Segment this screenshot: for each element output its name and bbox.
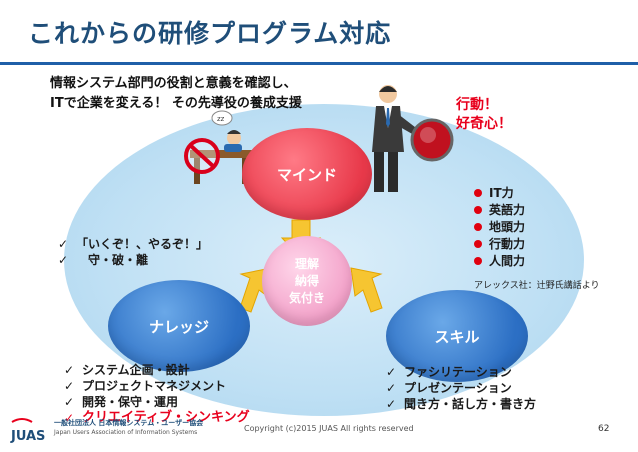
skill-label: スキル bbox=[434, 326, 479, 347]
juas-logo: JUAS bbox=[10, 416, 50, 444]
knowledge-bubble: ナレッジ bbox=[108, 280, 250, 372]
list-item: ✓開発・保守・運用 bbox=[64, 394, 250, 410]
mind-label: マインド bbox=[277, 164, 337, 185]
logo-org-name: 一般社団法人 日本情報システム・ユーザー協会 bbox=[54, 418, 203, 428]
logo-org-name-en: Japan Users Association of Information S… bbox=[54, 429, 197, 436]
arrow-from-skill-icon bbox=[351, 268, 382, 312]
skill-item-1: ファシリテーション bbox=[404, 364, 512, 380]
skill-list: ✓ファシリテーション ✓プレゼンテーション ✓聞き方・話し方・書き方 bbox=[386, 364, 536, 412]
bullet-icon bbox=[474, 223, 482, 231]
check-icon: ✓ bbox=[58, 236, 76, 252]
check-icon: ✓ bbox=[64, 394, 82, 410]
list-item: ✓ 「いくぞ！、やるぞ！」 bbox=[58, 236, 208, 252]
action-line-2: 好奇心！ bbox=[456, 115, 512, 134]
skill-item-3: 聞き方・話し方・書き方 bbox=[404, 396, 536, 412]
action-line-1: 行動！ bbox=[456, 96, 512, 115]
bullet-icon bbox=[474, 257, 482, 265]
slide-title: これからの研修プログラム対応 bbox=[28, 14, 391, 50]
mind-item-2: 守・破・離 bbox=[76, 252, 148, 268]
ability-5: 人間力 bbox=[489, 253, 525, 269]
knowledge-label: ナレッジ bbox=[149, 316, 209, 337]
action-callout: 行動！ 好奇心！ bbox=[456, 96, 512, 134]
knowledge-list: ✓システム企画・設計 ✓プロジェクトマネジメント ✓開発・保守・運用 ✓クリエイ… bbox=[64, 362, 250, 426]
knowledge-item-1: システム企画・設計 bbox=[82, 362, 190, 378]
list-item: 英語力 bbox=[474, 201, 525, 218]
center-bubble: 理解 納得 気付き bbox=[262, 236, 352, 326]
copyright: Copyright (c)2015 JUAS All rights reserv… bbox=[244, 424, 414, 433]
list-item: ✓プレゼンテーション bbox=[386, 380, 536, 396]
ability-4: 行動力 bbox=[489, 236, 525, 252]
svg-text:zz: zz bbox=[217, 115, 225, 123]
list-item: IT力 bbox=[474, 184, 525, 201]
svg-text:JUAS: JUAS bbox=[10, 429, 45, 444]
knowledge-item-3: 開発・保守・運用 bbox=[82, 394, 178, 410]
list-item: ✓聞き方・話し方・書き方 bbox=[386, 396, 536, 412]
list-item: ✓ 守・破・離 bbox=[58, 252, 208, 268]
skill-item-2: プレゼンテーション bbox=[404, 380, 512, 396]
title-rule bbox=[0, 62, 638, 65]
check-icon: ✓ bbox=[386, 380, 404, 396]
bullet-icon bbox=[474, 189, 482, 197]
center-line-3: 気付き bbox=[289, 290, 325, 307]
check-icon: ✓ bbox=[386, 396, 404, 412]
list-item: ✓ファシリテーション bbox=[386, 364, 536, 380]
center-line-2: 納得 bbox=[295, 273, 319, 290]
mind-bubble: マインド bbox=[242, 128, 372, 220]
center-line-1: 理解 bbox=[295, 256, 319, 273]
bullet-icon bbox=[474, 206, 482, 214]
list-item: 行動力 bbox=[474, 235, 525, 252]
ability-2: 英語力 bbox=[489, 202, 525, 218]
ability-3: 地頭力 bbox=[489, 219, 525, 235]
ability-source-note: アレックス社：辻野氏講話より bbox=[474, 278, 600, 291]
ability-list: IT力 英語力 地頭力 行動力 人間力 bbox=[474, 184, 525, 269]
knowledge-item-2: プロジェクトマネジメント bbox=[82, 378, 226, 394]
businessman-pressing-button-icon bbox=[368, 80, 458, 198]
check-icon: ✓ bbox=[64, 362, 82, 378]
list-item: ✓プロジェクトマネジメント bbox=[64, 378, 250, 394]
check-icon: ✓ bbox=[386, 364, 404, 380]
page-number: 62 bbox=[598, 424, 609, 434]
bullet-icon bbox=[474, 240, 482, 248]
ability-1: IT力 bbox=[489, 185, 514, 201]
list-item: 人間力 bbox=[474, 252, 525, 269]
subtitle-line-1: 情報システム部門の役割と意義を確認し、 bbox=[50, 74, 302, 94]
list-item: ✓システム企画・設計 bbox=[64, 362, 250, 378]
mind-list: ✓ 「いくぞ！、やるぞ！」 ✓ 守・破・離 bbox=[58, 236, 208, 268]
mind-item-1: 「いくぞ！、やるぞ！」 bbox=[76, 236, 208, 252]
check-icon: ✓ bbox=[58, 252, 76, 268]
list-item: 地頭力 bbox=[474, 218, 525, 235]
check-icon: ✓ bbox=[64, 378, 82, 394]
